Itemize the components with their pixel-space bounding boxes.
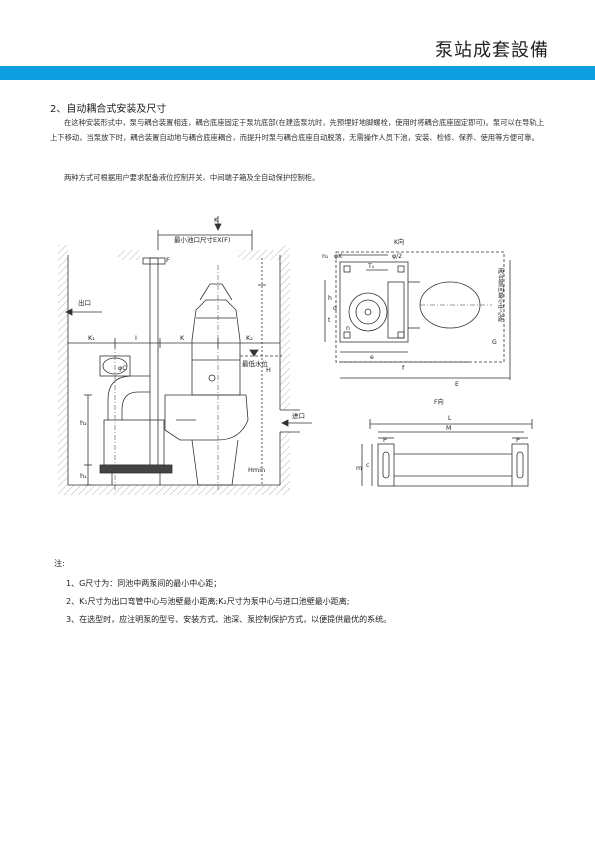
pit-wall-left [58, 245, 68, 485]
pit-section-labels: K 最小池口尺寸EX(F) 出口 进口 最低水位 K₁ I K K₂ φC H … [78, 216, 305, 480]
label-n1: n₁ [322, 253, 329, 260]
f-view-rail-right [511, 443, 529, 487]
label-e: e [370, 354, 374, 361]
label-min-water-level: 最低水位 [242, 359, 269, 368]
notes-label: 注: [54, 559, 65, 568]
label-L: L [448, 415, 452, 422]
label-K2: K₂ [246, 334, 253, 342]
paragraph-options-text: 两种方式可根据用户要求配备液位控制开关、中间端子箱及全自动保护控制柜。 [64, 173, 320, 182]
label-g-vertical: 两台泵间最小中心距 [497, 268, 504, 322]
label-outlet: 出口 [78, 298, 91, 307]
label-K1: K₁ [88, 334, 95, 342]
pit-top-slab-right [238, 250, 282, 260]
label-c: c [366, 462, 370, 469]
label-t: t [328, 317, 331, 324]
paragraph-options: 两种方式可根据用户要求配备液位控制开关、中间端子箱及全自动保护控制柜。 [50, 170, 550, 185]
label-phi2: φ/2 [392, 253, 402, 260]
label-phiC: φC [118, 364, 127, 372]
label-f: f [402, 365, 405, 372]
label-F: F [166, 256, 170, 264]
header-bar [0, 66, 595, 80]
label-M: M [446, 425, 451, 432]
label-E: E [455, 381, 459, 388]
pit-floor [58, 485, 290, 495]
label-f-view: F向 [434, 398, 444, 406]
label-H: H [266, 366, 271, 374]
label-P-right: P [516, 437, 520, 444]
pit-top-slab-left [118, 250, 140, 260]
label-P-left: P [383, 437, 387, 444]
label-h1: h₁ [80, 472, 87, 480]
installation-drawing: K 最小池口尺寸EX(F) 出口 进口 最低水位 K₁ I K K₂ φC H … [58, 216, 533, 495]
page-title: 泵站成套設備 [435, 40, 549, 61]
label-n: n [346, 325, 350, 332]
label-k-arrow: K [214, 216, 219, 224]
label-h: h [328, 295, 332, 302]
k-view-base-plate [339, 261, 409, 343]
label-phiK: φK [334, 253, 343, 260]
pit-wall-right-lower [280, 432, 290, 490]
pump-volute [164, 394, 249, 441]
label-d: d [333, 305, 337, 312]
label-T1: T₁ [367, 263, 375, 270]
coupling-base [103, 419, 165, 466]
label-inlet: 进口 [292, 412, 305, 420]
pump-motor [191, 299, 241, 396]
label-min-pool: 最小池口尺寸EX(F) [174, 235, 230, 244]
label-K: K [180, 334, 185, 342]
label-I: I [135, 334, 137, 342]
note-item: 3、在选型时，应注明泵的型号、安装方式、池深、泵控制保护方式，以便提供最优的系统… [66, 615, 392, 624]
f-view-drawing [361, 419, 533, 487]
f-view-labels: F向 L M P P m c [356, 398, 520, 472]
pit-wall-right [280, 245, 290, 410]
note-item: 1、G尺寸为：同池中两泵间的最小中心距； [66, 579, 222, 588]
paragraph-installation: 在这种安装形式中，泵与耦合装置相连，耦合底座固定于泵坑底部(在建造泵坑时，先预埋… [50, 115, 550, 145]
paragraph-installation-text: 在这种安装形式中，泵与耦合装置相连，耦合底座固定于泵坑底部(在建造泵坑时，先预埋… [50, 118, 544, 142]
label-G: G [492, 339, 497, 346]
k-view-labels: K向 n₁ φK φ/2 T₁ h d t n e f E G 两台泵间最小中心… [322, 238, 504, 388]
label-k-view: K向 [394, 238, 404, 246]
label-Hmin: Hmin [248, 466, 265, 474]
pit-section-view [58, 216, 312, 495]
label-m: m [356, 465, 362, 472]
f-view-rail-left [377, 443, 395, 487]
section-heading: 2、自动耦合式安装及尺寸 [50, 104, 167, 115]
guide-rail [149, 257, 159, 469]
note-item: 2、K₁尺寸为出口弯管中心与池壁最小距离;K₂尺寸为泵中心与进口池壁最小距离; [66, 597, 350, 606]
lifting-handle [199, 283, 233, 301]
label-h2: h₂ [80, 419, 87, 427]
k-view-drawing [324, 251, 511, 380]
